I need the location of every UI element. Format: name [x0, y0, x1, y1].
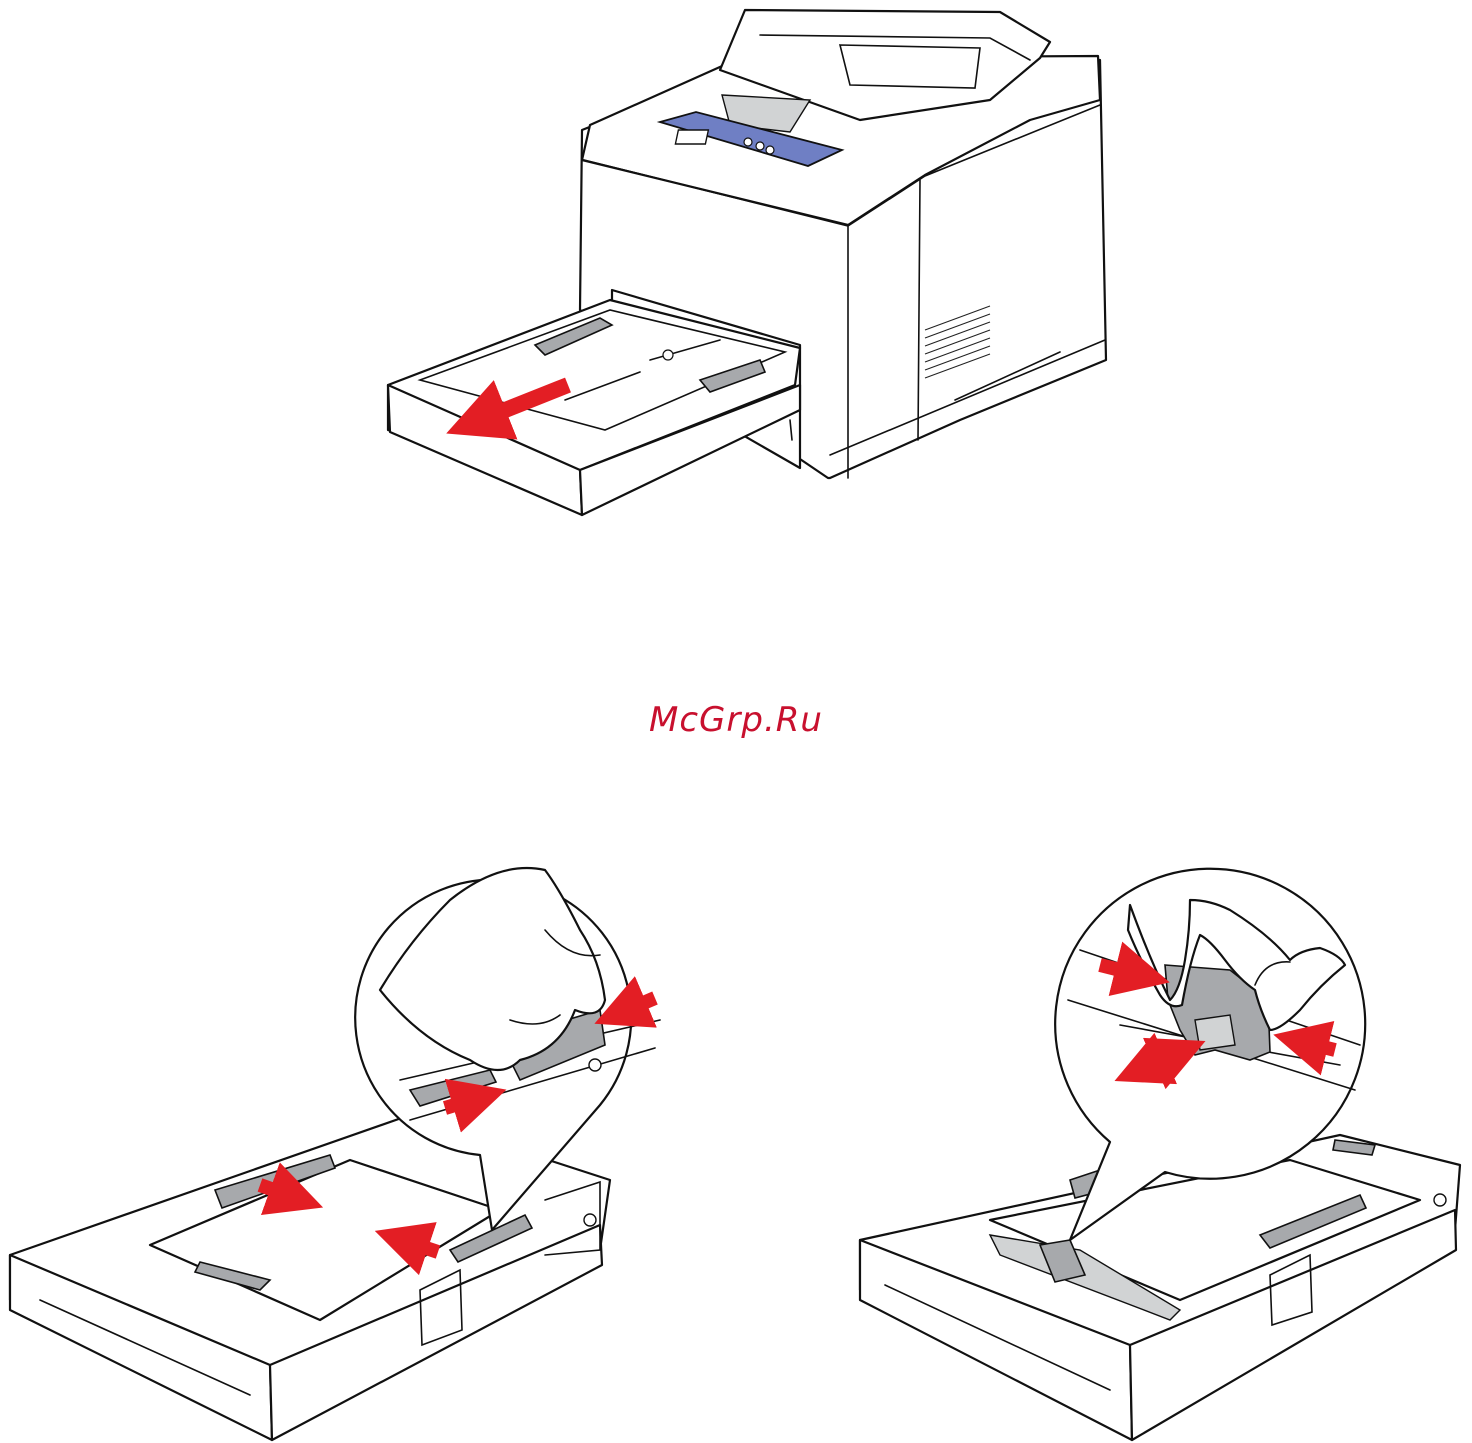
callout-arrow-4 — [1295, 1040, 1335, 1050]
printer-figure — [388, 10, 1106, 515]
display-screen — [675, 130, 708, 144]
watermark-text: McGrp.Ru — [0, 700, 1472, 740]
width-guide-figure — [860, 869, 1460, 1440]
length-guide-figure — [10, 868, 660, 1440]
panel-button-icon — [744, 138, 752, 146]
